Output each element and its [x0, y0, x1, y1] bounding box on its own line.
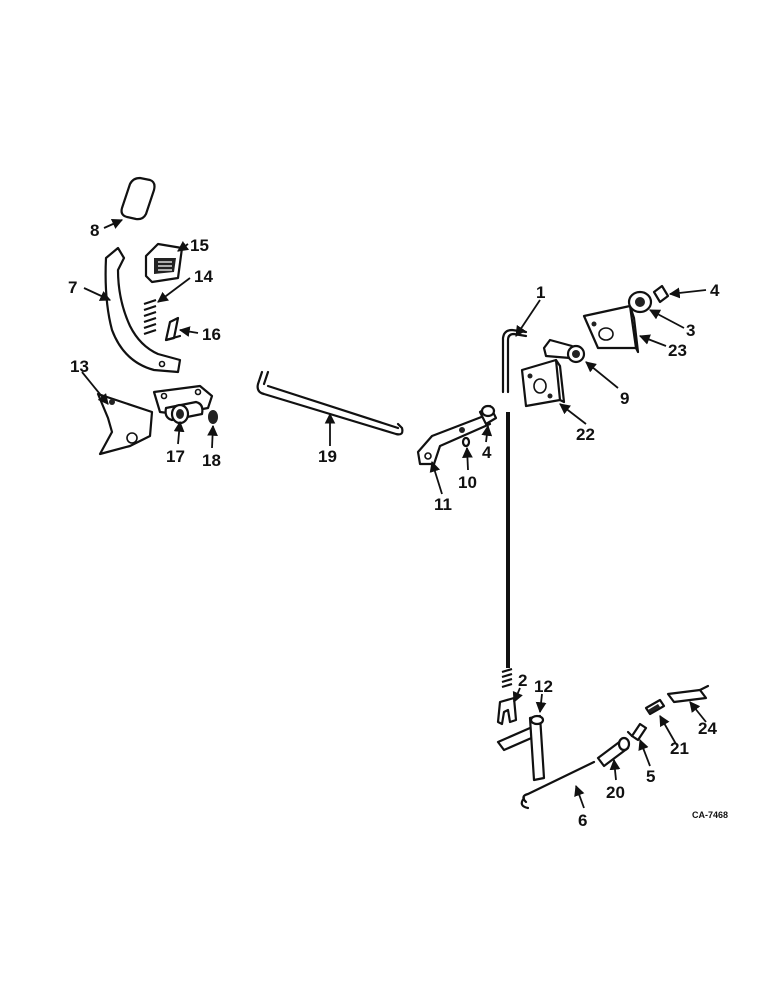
drawing-code: CA-7468 — [692, 810, 728, 820]
callout-21: 21 — [670, 739, 689, 758]
callout-4-right: 4 — [710, 281, 720, 300]
callout-16: 16 — [202, 325, 221, 344]
callout-22: 22 — [576, 425, 595, 444]
clevis-part-11 — [416, 414, 492, 466]
clip-part-16 — [164, 316, 182, 342]
callout-4-center: 4 — [482, 443, 492, 462]
callout-13: 13 — [70, 357, 89, 376]
pivot-bracket-part-17 — [152, 384, 214, 425]
callout-14: 14 — [194, 267, 213, 286]
callout-7: 7 — [68, 278, 77, 297]
pedal-arm-part-7 — [104, 246, 182, 374]
callout-9: 9 — [620, 389, 629, 408]
callout-10: 10 — [458, 473, 477, 492]
callout-3: 3 — [686, 321, 695, 340]
callout-5: 5 — [646, 767, 655, 786]
callout-6: 6 — [578, 811, 587, 830]
spring-part-14 — [143, 298, 157, 336]
callout-12: 12 — [534, 677, 553, 696]
spring-pin-part-21 — [644, 698, 666, 716]
callout-11: 11 — [434, 495, 452, 514]
sleeve-part-20 — [596, 736, 631, 768]
lever-arm-part-12 — [496, 714, 546, 782]
bracket-part-22 — [520, 358, 566, 408]
callout-20: 20 — [606, 783, 625, 802]
pin-part-10 — [461, 436, 471, 448]
leader-lines — [81, 219, 707, 809]
callout-24: 24 — [698, 719, 717, 738]
spring-part-2 — [496, 667, 518, 726]
callout-19: 19 — [318, 447, 337, 466]
bent-rod-part-1 — [501, 328, 528, 394]
callout-8: 8 — [90, 221, 99, 240]
clip-part-24 — [666, 684, 710, 704]
callout-15: 15 — [190, 236, 209, 255]
bushing-part-4-center — [478, 404, 498, 426]
grease-fitting-part-18 — [208, 410, 218, 424]
nut-part-3 — [627, 290, 653, 314]
mounting-bracket-part-13 — [96, 392, 154, 456]
bushing-part-4-right — [652, 284, 670, 304]
bracket-part-23 — [582, 304, 640, 354]
callout-2: 2 — [518, 671, 527, 690]
callout-labels: 8 15 14 7 16 13 17 18 19 11 10 4 1 4 3 2… — [68, 221, 728, 830]
callout-18: 18 — [202, 451, 221, 470]
pin-part-5 — [626, 722, 648, 742]
shaft-part-9 — [542, 338, 586, 364]
callout-23: 23 — [668, 341, 687, 360]
pedal-pad-part-8 — [120, 176, 156, 221]
pedal-pad-rubber-part-15 — [144, 242, 184, 284]
bent-rod-part-6 — [520, 760, 596, 810]
callout-1: 1 — [536, 283, 545, 302]
callout-17: 17 — [166, 447, 185, 466]
